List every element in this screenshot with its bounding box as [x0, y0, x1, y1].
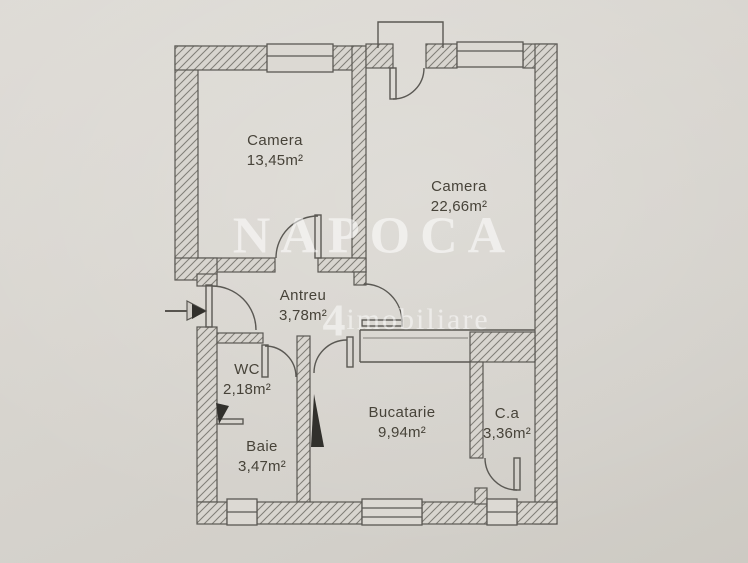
window-bucatarie	[361, 498, 423, 526]
room-label-antreu: Antreu 3,78m²	[279, 286, 327, 326]
door-swing-wedges	[216, 394, 324, 447]
door-bucatarie	[313, 336, 354, 374]
room-label-baie: Baie 3,47m²	[238, 437, 286, 477]
door-wedge-baie	[311, 394, 324, 447]
room-area: 2,18m²	[223, 381, 271, 398]
room-name: WC	[234, 361, 260, 378]
room-area: 3,36m²	[483, 425, 531, 442]
room-name: Camera	[247, 132, 303, 149]
door-balcony	[389, 67, 425, 100]
balcony-door-frame	[377, 21, 444, 48]
room-area: 3,47m²	[238, 458, 286, 475]
room-name: Baie	[246, 438, 278, 455]
room-label-wc: WC 2,18m²	[223, 360, 271, 400]
room-label-bucatarie: Bucatarie 9,94m²	[369, 403, 436, 443]
room-area: 13,45m²	[246, 152, 304, 169]
room-name: C.a	[494, 405, 520, 422]
door-entry	[205, 284, 257, 331]
door-camara	[484, 457, 521, 491]
room-area: 3,78m²	[279, 307, 327, 324]
room-name: Antreu	[279, 287, 327, 304]
door-wc	[261, 344, 297, 378]
entrance-arrow	[165, 300, 208, 321]
window-baie	[226, 498, 258, 526]
window-camera-2	[456, 41, 524, 68]
door-wedge-wc-baie	[216, 403, 229, 424]
room-name: Camera	[431, 178, 487, 195]
window-camera-1	[266, 43, 334, 73]
doors-layer	[205, 67, 521, 491]
room-area: 22,66m²	[430, 198, 488, 215]
thin-walls	[216, 329, 535, 425]
room-label-camara: C.a 3,36m²	[483, 404, 531, 444]
door-camera-2	[361, 283, 403, 327]
room-label-camera-2: Camera 22,66m²	[431, 177, 487, 217]
door-camera-1	[275, 214, 322, 259]
windows-layer	[226, 41, 524, 526]
room-name: Bucatarie	[368, 404, 436, 421]
room-area: 9,94m²	[378, 424, 426, 441]
room-label-camera-1: Camera 13,45m²	[247, 131, 303, 171]
window-camara	[486, 498, 518, 526]
